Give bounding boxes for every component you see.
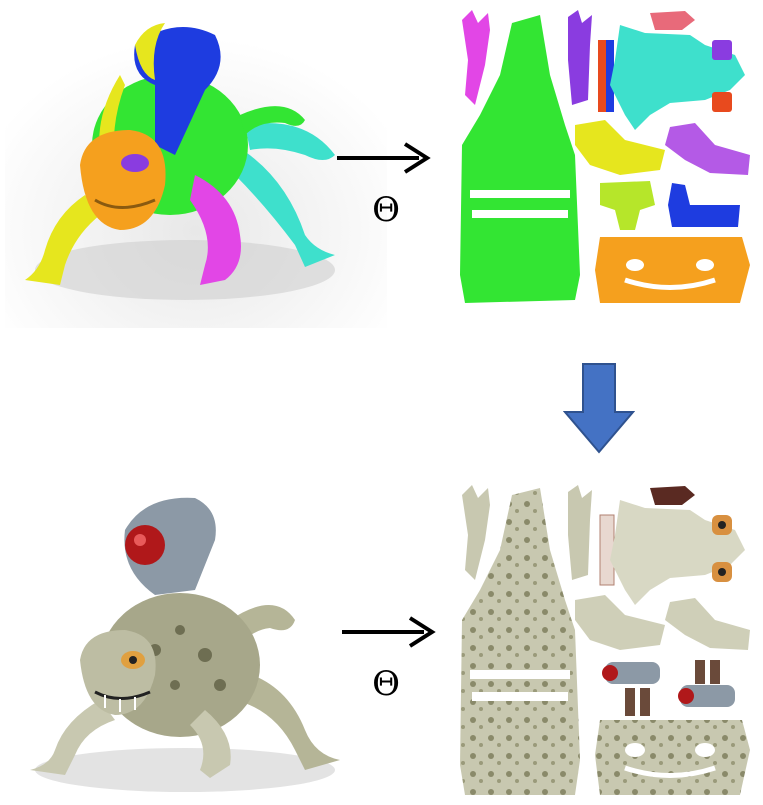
right-arrow-icon [335,138,435,178]
segmented-3d-model [5,5,387,328]
theta-symbol: Θ [366,664,406,704]
right-arrow-icon [340,612,440,652]
textured-uv-map [450,480,760,800]
theta-symbol: Θ [366,190,406,230]
down-arrow-icon [563,362,635,454]
colored-uv-map [450,5,760,310]
textured-3d-model [5,470,357,800]
